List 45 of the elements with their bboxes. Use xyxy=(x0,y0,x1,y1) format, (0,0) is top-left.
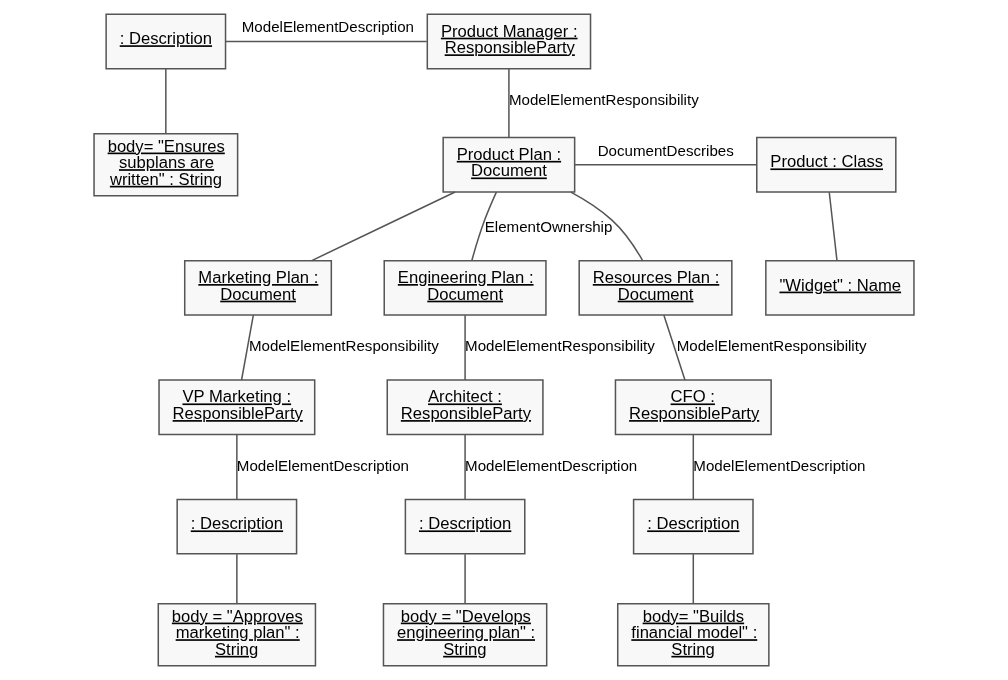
edge-label: ModelElementResponsibility xyxy=(465,337,655,355)
node-box: body= "Builds financial model" : String xyxy=(616,602,770,667)
edge-label: ModelElementDescription xyxy=(693,456,866,474)
node-box: "Widget" : Name xyxy=(765,259,915,316)
connector xyxy=(692,433,695,501)
node-box: : Description xyxy=(176,498,298,555)
edge-label: ModelElementResponsibility xyxy=(248,337,439,355)
node-box: Product Manager : ResponsibleParty xyxy=(426,13,592,70)
node-box: body= "Ensures subplans are written" : String xyxy=(93,132,239,197)
node-box: body = "Approves marketing plan" : String xyxy=(157,602,317,667)
node-box: Marketing Plan : Document xyxy=(183,259,333,316)
connector xyxy=(573,163,758,166)
node-box: body = "Develops engineering plan" : String xyxy=(382,602,548,667)
node-box: Resources Plan : Document xyxy=(578,259,733,316)
connector xyxy=(236,553,238,605)
edge-label: ModelElementResponsibility xyxy=(508,90,699,108)
edge-label: ModelElementDescription xyxy=(241,18,414,36)
connector xyxy=(508,68,510,138)
connector xyxy=(828,191,838,262)
connector xyxy=(165,68,167,135)
connector xyxy=(471,191,498,261)
node-box: Engineering Plan : Document xyxy=(383,259,547,316)
connector xyxy=(692,553,695,605)
edge-label: ModelElementDescription xyxy=(236,456,410,474)
edge-label: ModelElementResponsibility xyxy=(676,337,867,355)
node-box: : Description xyxy=(632,498,754,555)
connector xyxy=(236,433,238,501)
connector xyxy=(311,191,456,262)
node-box: : Description xyxy=(404,498,526,555)
connector xyxy=(464,433,466,501)
node-box: VP Marketing : ResponsibleParty xyxy=(158,379,316,436)
node-box: Architect : ResponsibleParty xyxy=(386,379,544,436)
node-box: Product : Class xyxy=(756,136,897,193)
edge-label: ElementOwnership xyxy=(484,217,613,235)
connector xyxy=(570,191,644,261)
connector xyxy=(663,314,686,381)
connector xyxy=(464,553,466,605)
edge-label: DocumentDescribes xyxy=(597,141,734,159)
edge-label: ModelElementDescription xyxy=(465,456,638,474)
node-box: CFO : ResponsibleParty xyxy=(614,379,772,436)
node-box: : Description xyxy=(105,13,227,70)
connector xyxy=(224,40,428,43)
node-box: Product Plan : Document xyxy=(442,136,576,193)
connector xyxy=(240,314,255,381)
connector xyxy=(464,314,466,381)
